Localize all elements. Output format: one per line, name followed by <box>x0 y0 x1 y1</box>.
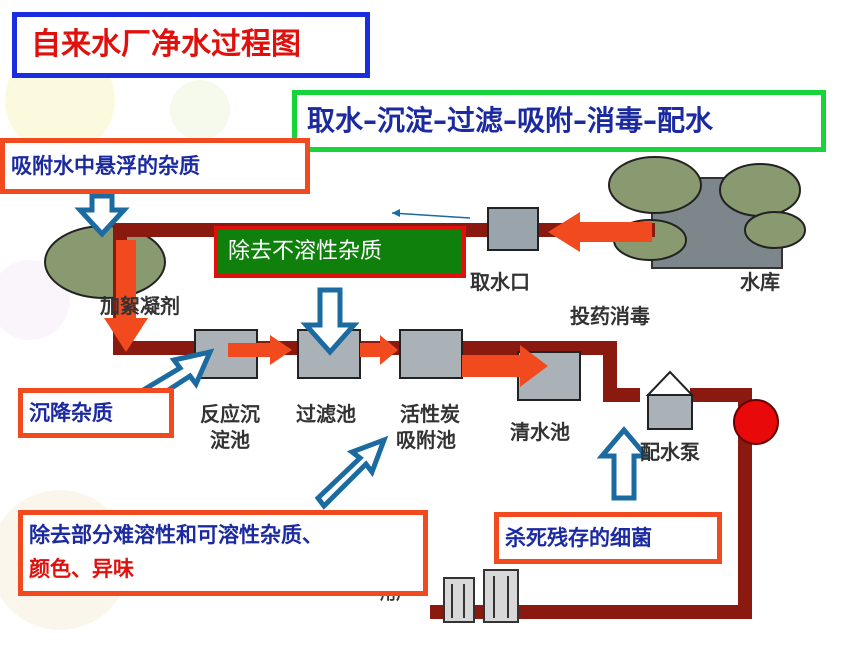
react-tank-label-1: 反应沉 <box>200 402 260 426</box>
kill-bacteria-label: 杀死残存的细菌 <box>494 512 722 564</box>
pump-label: 配水泵 <box>640 440 700 464</box>
reservoir-label: 水库 <box>740 270 780 294</box>
intake-box <box>487 207 539 251</box>
adsorb-suspended-label: 吸附水中悬浮的杂质 <box>0 138 310 194</box>
carbon-tank-label-1: 活性炭 <box>400 402 460 426</box>
buildings <box>443 569 519 623</box>
remove-soluble-line-2: 颜色、异味 <box>29 557 134 581</box>
react-tank-label-2: 淀池 <box>210 428 250 452</box>
filter-tank-label: 过滤池 <box>296 402 356 426</box>
remove-soluble-label: 除去部分难溶性和可溶性杂质、 颜色、异味 <box>18 510 428 596</box>
settle-impurities-label: 沉降杂质 <box>18 388 174 438</box>
carbon-tank-label-2: 吸附池 <box>396 428 456 452</box>
remove-soluble-line-1: 除去部分难溶性和可溶性杂质、 <box>29 523 323 547</box>
clear-tank-label: 清水池 <box>510 420 570 444</box>
intake-label: 取水口 <box>470 270 530 294</box>
pipe-network <box>113 223 752 619</box>
disinfect-label: 投药消毒 <box>570 304 650 328</box>
pump-dot <box>733 399 779 445</box>
flow-arrows <box>104 212 652 387</box>
process-steps: 取水–沉淀–过滤–吸附–消毒–配水 <box>292 90 826 152</box>
reservoir-graphic <box>608 156 806 269</box>
page-title: 自来水厂净水过程图 <box>12 12 370 78</box>
remove-insoluble-label: 除去不溶性杂质 <box>214 226 466 278</box>
coagulant-label: 加絮凝剂 <box>100 294 180 318</box>
